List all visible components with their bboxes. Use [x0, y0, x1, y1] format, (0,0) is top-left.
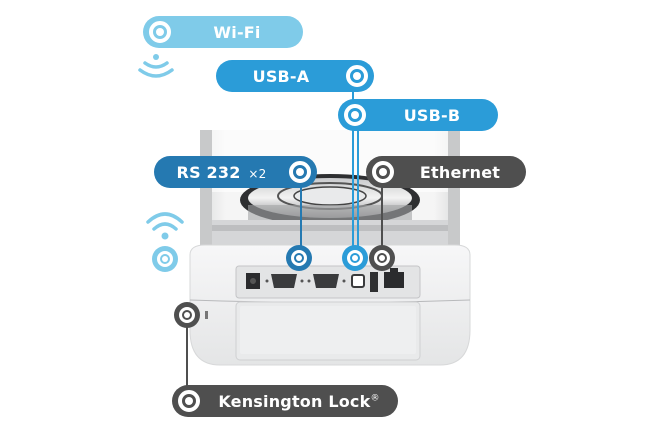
wifi-label: Wi-Fi	[143, 16, 303, 48]
ethernet-target-icon	[369, 245, 395, 271]
usb-b-port	[351, 274, 365, 288]
wifi-signal-icon-device	[146, 212, 184, 240]
rs232-target-icon	[286, 245, 312, 271]
kensington-lock-label: Kensington Lock®	[172, 385, 398, 417]
wifi-signal-icon	[138, 54, 174, 78]
kensington-target-icon	[174, 302, 200, 328]
ethernet-port	[384, 272, 404, 288]
target-ring-icon	[178, 390, 200, 412]
target-ring-icon	[344, 104, 366, 126]
usb-target-icon	[342, 245, 368, 271]
rs232-port-1	[265, 274, 304, 288]
target-ring-icon	[149, 21, 171, 43]
usb-a-label: USB-A	[216, 60, 374, 92]
target-ring-icon	[289, 161, 311, 183]
ethernet-label: Ethernet	[366, 156, 526, 188]
kensington-slot	[205, 311, 208, 319]
rs232-label: RS 232 ×2	[154, 156, 317, 188]
rs232-port-2	[307, 274, 346, 288]
usb-b-label: USB-B	[338, 99, 498, 131]
target-ring-icon	[372, 161, 394, 183]
usb-a-port	[370, 272, 378, 292]
wifi-target-icon	[152, 246, 178, 272]
target-ring-icon	[346, 65, 368, 87]
